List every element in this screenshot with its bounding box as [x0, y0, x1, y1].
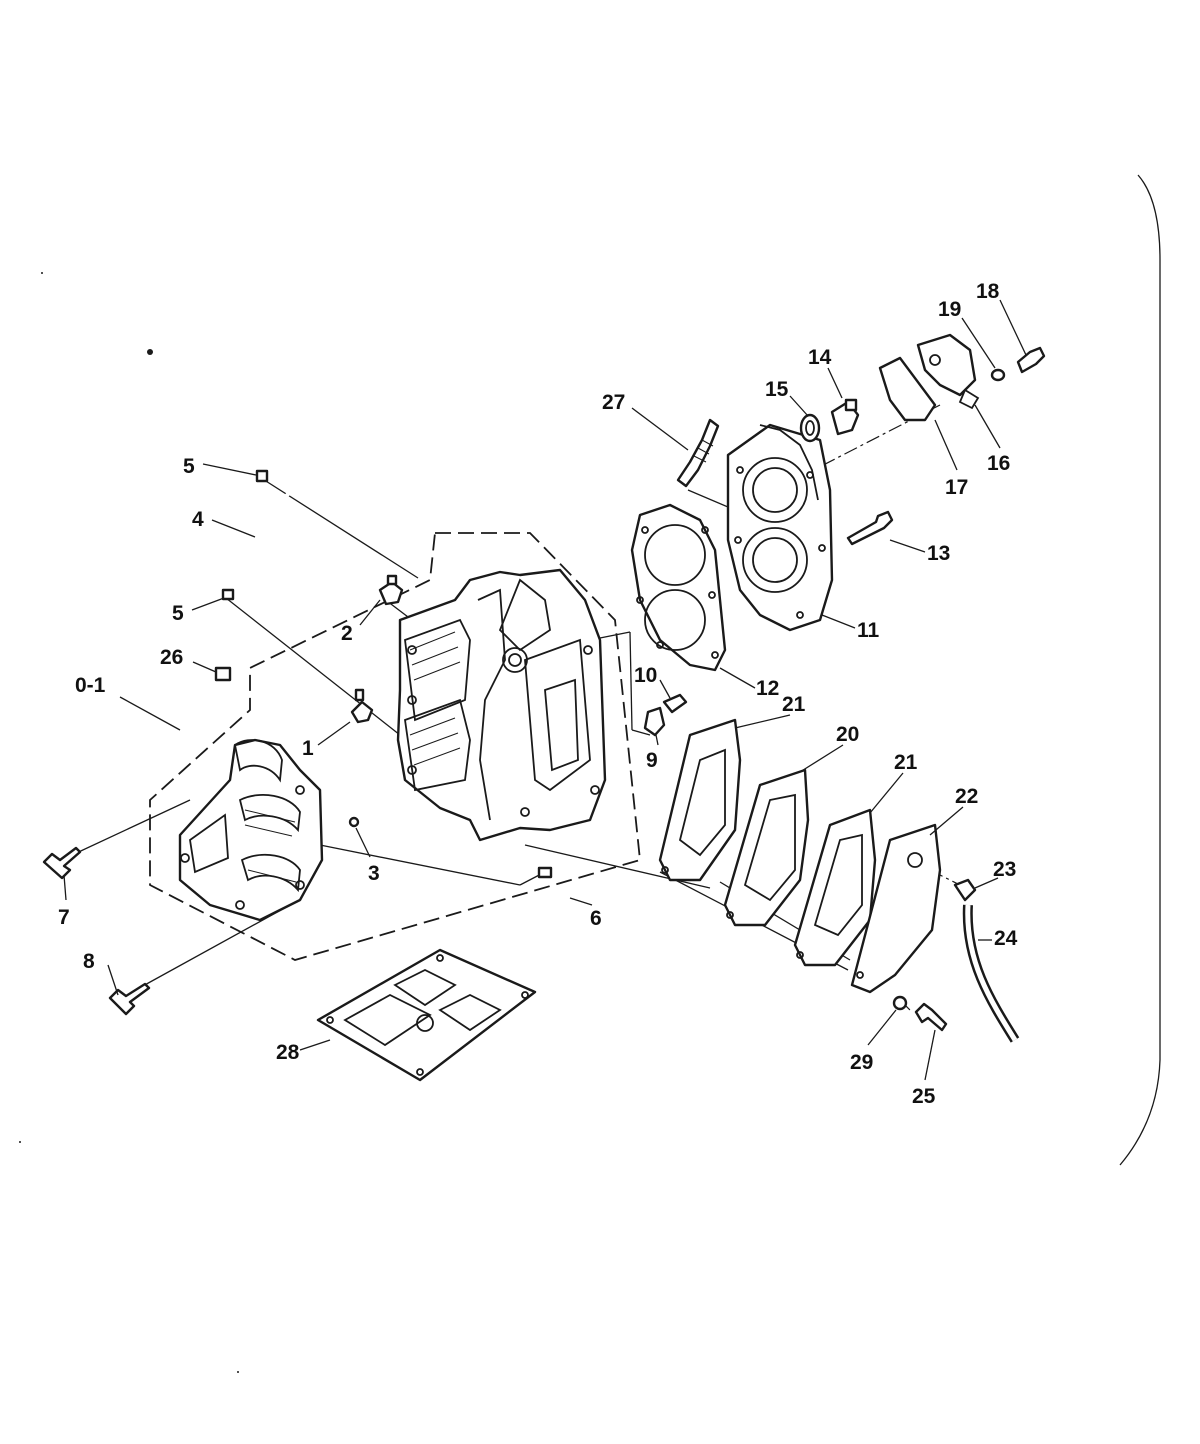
crankcase-half	[178, 738, 324, 922]
callout-20: 20	[836, 723, 859, 746]
callout-27: 27	[602, 391, 625, 414]
callout-5-bottom: 5	[172, 602, 184, 625]
base-gasket	[316, 948, 537, 1082]
callout-18: 18	[976, 280, 1000, 303]
water-hose	[953, 878, 1020, 1043]
callout-leaders	[63, 299, 1027, 1081]
small-fittings	[214, 574, 553, 879]
callout-14: 14	[808, 346, 832, 369]
callout-4: 4	[192, 508, 204, 531]
callout-0-1: 0-1	[75, 674, 106, 697]
callout-25: 25	[912, 1085, 936, 1108]
callout-15: 15	[765, 378, 789, 401]
callout-7: 7	[58, 906, 70, 929]
callout-29: 29	[850, 1051, 873, 1074]
callout-1: 1	[302, 737, 314, 760]
callout-9: 9	[646, 749, 658, 772]
callout-10: 10	[634, 664, 657, 687]
callout-21-lower: 21	[894, 751, 918, 774]
callout-19: 19	[938, 298, 961, 321]
cylinder-block	[396, 568, 607, 842]
washer-bolt-bottom	[892, 995, 948, 1032]
callout-23: 23	[993, 858, 1016, 881]
callout-6: 6	[590, 907, 602, 930]
callout-12: 12	[756, 677, 779, 700]
callout-3: 3	[368, 862, 380, 885]
callout-13: 13	[927, 542, 950, 565]
callout-2: 2	[341, 622, 353, 645]
cylinder-head	[726, 423, 834, 632]
bolts-left	[42, 846, 151, 1016]
callout-16: 16	[987, 452, 1010, 475]
thermostat-cover	[878, 333, 980, 422]
scan-specks	[19, 272, 239, 1373]
callout-5-top: 5	[183, 455, 195, 478]
washer-bolt-top	[990, 346, 1046, 382]
exhaust-plates	[658, 718, 942, 994]
callout-21-upper: 21	[782, 693, 806, 716]
callout-28: 28	[276, 1041, 300, 1064]
bolt-13	[846, 510, 894, 546]
breather-hose	[221, 457, 305, 601]
callout-17: 17	[945, 476, 968, 499]
spark-plug	[676, 418, 720, 488]
callout-8: 8	[83, 950, 95, 973]
head-gasket	[630, 503, 727, 672]
assembly-boundary	[149, 532, 641, 961]
callout-11: 11	[857, 619, 880, 642]
callout-labels: 0-1 1 2 3 4 5 5 6 7 8 9 10 11 12 13 14 1…	[58, 280, 1018, 1108]
thermostat	[799, 398, 860, 443]
callout-22: 22	[955, 785, 978, 808]
callout-26: 26	[160, 646, 183, 669]
page-edge-line	[1119, 174, 1161, 1166]
bracket-bolt	[643, 693, 688, 737]
callout-24: 24	[994, 927, 1018, 950]
